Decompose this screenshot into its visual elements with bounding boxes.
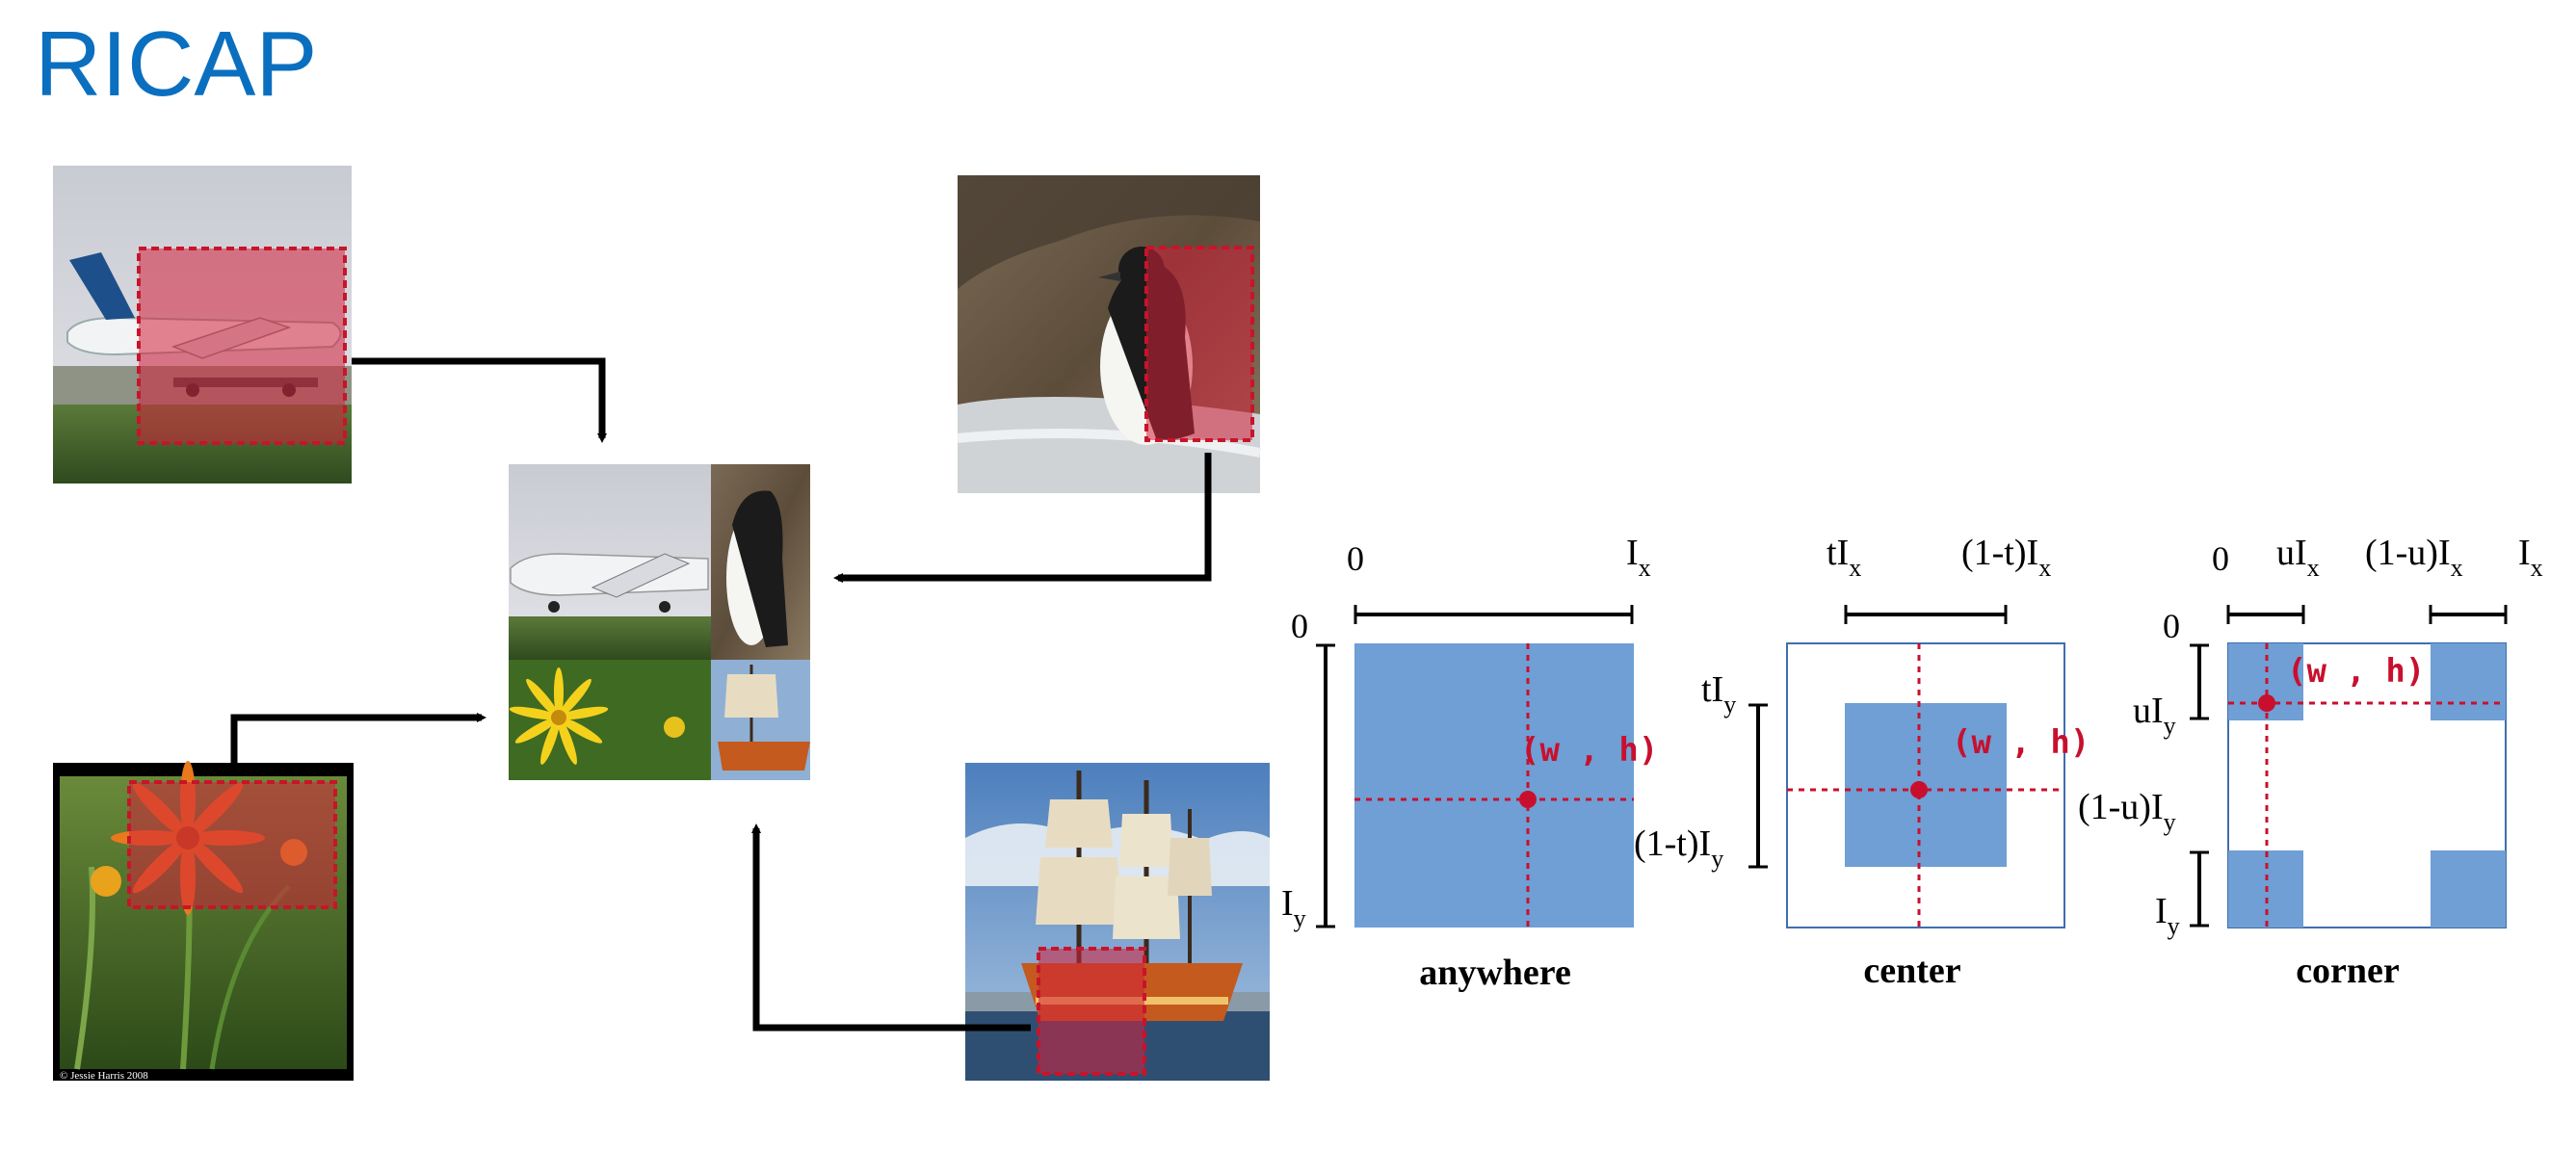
diagram-center: tIx (1-t)Ix tIy (1-t)Iy (w , h) center [1634,533,2090,991]
anywhere-left-bottom-label: Iy [1281,883,1306,932]
corner-top-label-0: 0 [2212,539,2229,578]
composite-image [509,464,810,780]
anywhere-point [1519,791,1537,808]
corner-left-label-0: 0 [2163,607,2180,645]
center-top-right-label: (1-t)Ix [1961,533,2051,582]
corner-top-label-3: Ix [2518,533,2543,582]
anywhere-top-left-label: 0 [1347,539,1364,578]
penguin-photo [957,175,1261,493]
anywhere-caption: anywhere [1419,953,1571,993]
corner-caption: corner [2296,951,2400,991]
corner-left-label-3: Iy [2155,891,2180,940]
corner-left-label-1: uIy [2133,691,2176,740]
diagram-anywhere: 0 Ix 0 Iy (w , h) anywhere [1281,533,1658,993]
corner-point-label: (w , h) [2287,652,2425,691]
airplane-photo [53,166,352,484]
corner-point [2258,694,2275,712]
center-left-bottom-label: (1-t)Iy [1634,823,1723,873]
diagram-corner: 0 uIx (1-u)Ix Ix 0 uIy (1-u)Iy Iy (w , h… [2078,533,2543,991]
anywhere-left-top-label: 0 [1291,607,1308,645]
corner-top-label-2: (1-u)Ix [2365,533,2463,582]
center-point [1910,781,1928,798]
center-point-label: (w , h) [1952,723,2090,762]
center-left-top-label: tIy [1701,669,1736,719]
arrows [230,357,1212,1032]
corner-left-label-2: (1-u)Iy [2078,787,2176,836]
ship-photo [965,763,1270,1081]
flower-copyright: © Jessie Harris 2008 [60,1070,148,1082]
flower-photo: © Jessie Harris 2008 [53,761,354,1082]
center-caption: center [1863,951,1960,991]
anywhere-point-label: (w , h) [1520,731,1658,770]
corner-top-label-1: uIx [2276,533,2320,582]
anywhere-top-right-label: Ix [1626,533,1651,582]
center-top-left-label: tIx [1827,533,1861,582]
slide-title: RICAP [35,13,318,116]
